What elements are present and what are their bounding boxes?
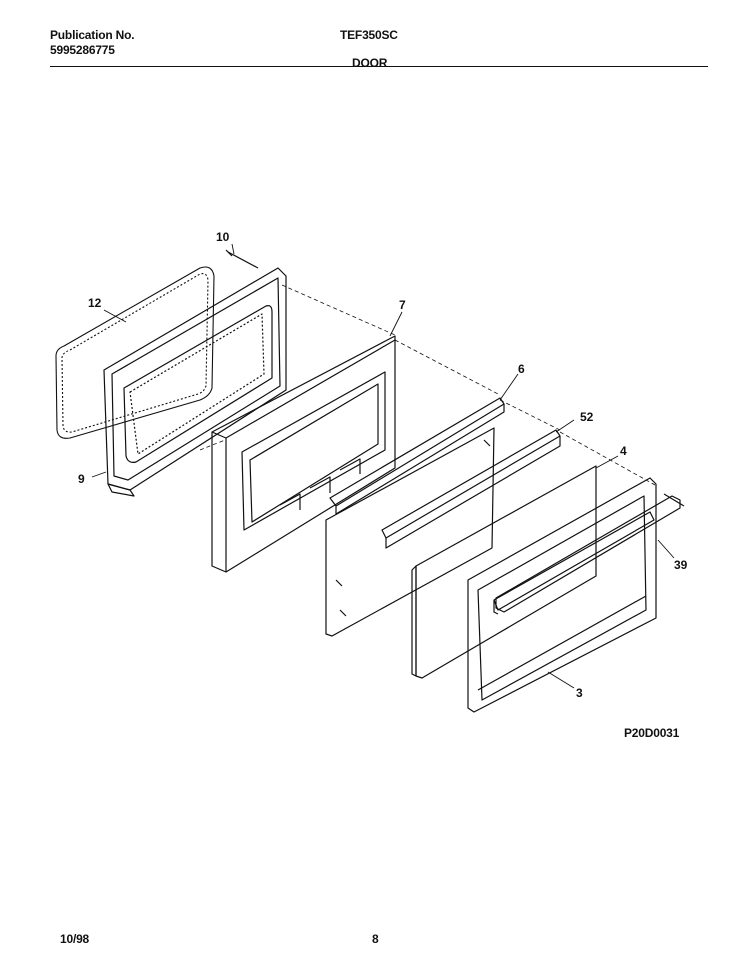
header-rule xyxy=(50,66,708,67)
outer-glass-part xyxy=(411,465,597,679)
channel-part xyxy=(381,429,561,549)
inner-door-liner-part xyxy=(103,267,287,497)
alignment-dashed-lines xyxy=(199,284,656,486)
callout-12: 12 xyxy=(88,296,102,310)
model-number: TEF350SC xyxy=(340,28,398,42)
door-gasket-part xyxy=(55,266,215,439)
outer-door-frame-part xyxy=(467,477,657,713)
callout-6: 6 xyxy=(518,362,525,376)
door-handle-part xyxy=(495,493,685,613)
callout-52: 52 xyxy=(580,410,594,424)
footer-date: 10/98 xyxy=(60,932,90,946)
page-number: 8 xyxy=(372,932,379,946)
callout-7: 7 xyxy=(399,298,406,312)
inner-glass-panel-part xyxy=(325,397,505,637)
publication-label: Publication No. xyxy=(50,28,135,42)
publication-number: 5995286775 xyxy=(50,43,115,57)
figure-code: P20D0031 xyxy=(624,726,680,740)
callout-3: 3 xyxy=(576,686,583,700)
callout-39: 39 xyxy=(674,558,688,572)
door-panel-part xyxy=(211,335,396,573)
callout-leader-lines xyxy=(91,243,675,689)
screw-part xyxy=(225,249,259,269)
callout-10: 10 xyxy=(216,230,230,244)
callout-9: 9 xyxy=(78,472,85,486)
callout-4: 4 xyxy=(620,444,627,458)
